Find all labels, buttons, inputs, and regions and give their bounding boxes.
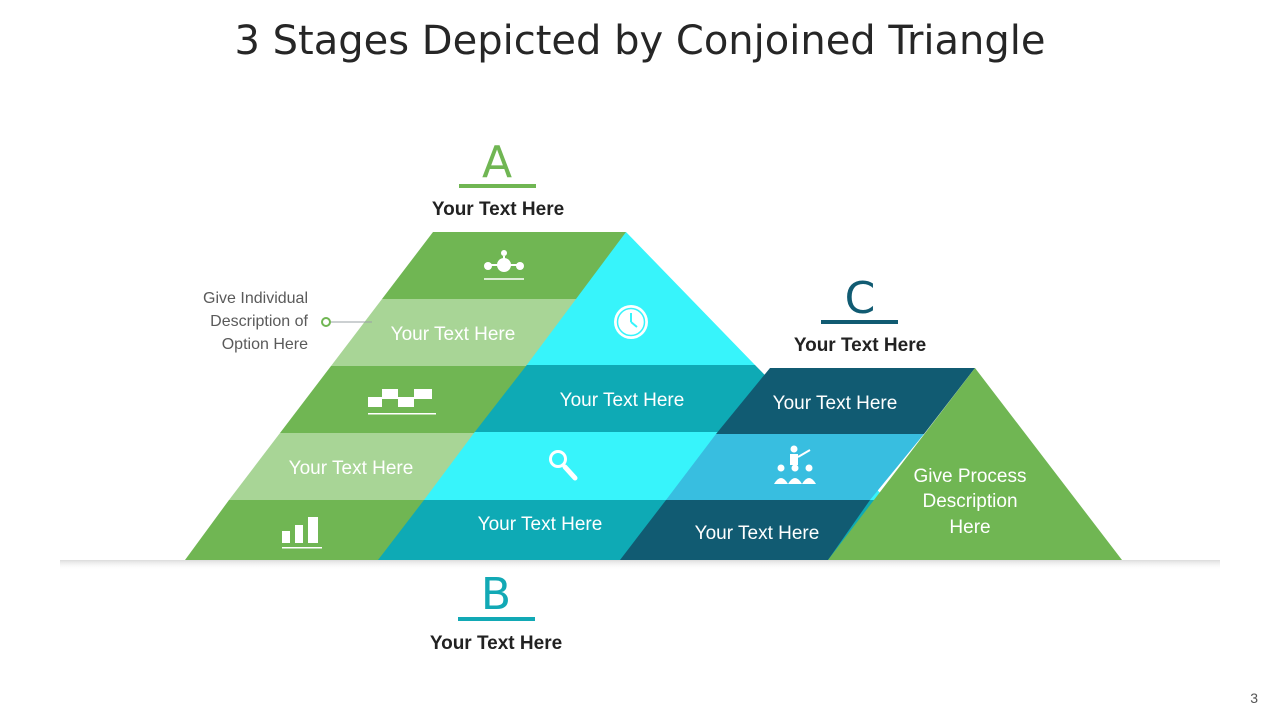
triangle-a (185, 232, 626, 560)
side-connector-dot (321, 317, 331, 327)
section-b-label: Your Text Here (430, 633, 562, 654)
section-a-label: Your Text Here (432, 199, 564, 220)
section-c-letter: C (845, 273, 876, 324)
magnifier-icon (549, 450, 578, 481)
b-band-2 (433, 365, 821, 432)
process-desc-line-2: Description (922, 491, 1017, 512)
a-band-2-text: Your Text Here (391, 324, 516, 345)
side-note-line-2: Description of (210, 313, 308, 330)
b-band-2-text: Your Text Here (560, 390, 685, 411)
b-band-4-text: Your Text Here (478, 514, 603, 535)
presentation-icon (774, 445, 816, 484)
c-band-1 (716, 368, 975, 434)
a-band-5 (185, 500, 424, 560)
process-desc-line-1: Give Process (914, 466, 1027, 487)
side-description: Give Individual Description of Option He… (203, 290, 372, 353)
b-band-1 (499, 232, 755, 365)
section-c-label: Your Text Here (794, 335, 926, 356)
bar-chart-icon (282, 517, 322, 549)
section-c-underline (821, 320, 898, 324)
side-note-line-3: Option Here (222, 336, 308, 353)
process-desc-line-3: Here (949, 517, 990, 538)
section-a-underline (459, 184, 536, 188)
floor-shadow (60, 560, 1220, 570)
side-note-line-1: Give Individual (203, 290, 308, 307)
blocks-icon (368, 389, 436, 415)
page-number: 3 (1250, 690, 1258, 706)
a-band-4 (229, 433, 474, 500)
section-b-letter: B (481, 569, 511, 620)
process-triangle (828, 368, 1122, 560)
c-band-1-text: Your Text Here (773, 393, 898, 414)
clock-icon (614, 305, 648, 339)
page-title: 3 Stages Depicted by Conjoined Triangle (234, 18, 1046, 64)
section-b-underline (458, 617, 535, 621)
triangle-c (620, 368, 975, 560)
network-icon (484, 250, 524, 280)
a-band-4-text: Your Text Here (289, 458, 414, 479)
c-band-3 (620, 500, 870, 560)
c-band-3-text: Your Text Here (695, 523, 820, 544)
a-band-2 (331, 299, 576, 366)
section-a-letter: A (482, 137, 512, 188)
